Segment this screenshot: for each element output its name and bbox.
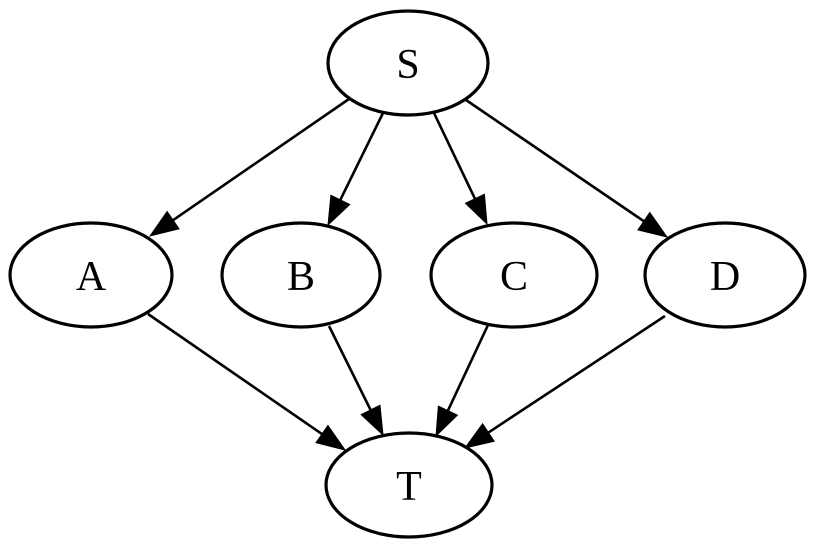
edge-arrowhead-S-B: [327, 194, 351, 227]
edge-arrowhead-S-D: [637, 211, 669, 238]
node-D: D: [643, 221, 807, 329]
edge-A-T: [147, 312, 347, 451]
node-A: A: [8, 221, 174, 329]
node-label-B: B: [287, 254, 315, 300]
edge-arrowhead-S-A: [148, 210, 180, 237]
node-label-S: S: [396, 42, 419, 88]
edge-line-A-T: [147, 312, 326, 438]
node-ellipse-C: [429, 221, 599, 329]
edge-line-S-C: [432, 112, 478, 203]
edge-line-S-B: [337, 112, 385, 205]
node-label-D: D: [710, 254, 740, 300]
node-B: B: [220, 221, 382, 329]
edge-arrowhead-C-T: [435, 405, 459, 438]
edge-arrowhead-S-C: [464, 193, 488, 226]
node-ellipse-D: [643, 221, 807, 329]
edge-S-A: [148, 97, 350, 237]
edge-line-B-T: [327, 325, 374, 415]
node-label-C: C: [500, 254, 528, 300]
node-ellipse-B: [220, 221, 382, 329]
node-label-T: T: [396, 464, 422, 510]
node-T: T: [324, 431, 494, 539]
edge-line-S-A: [169, 97, 350, 224]
edge-arrowhead-A-T: [315, 424, 347, 451]
node-ellipse-T: [324, 431, 494, 539]
node-S: S: [326, 9, 490, 117]
edge-S-B: [327, 112, 385, 227]
edge-line-C-T: [445, 324, 490, 415]
edge-D-T: [463, 314, 666, 449]
edge-arrowhead-B-T: [360, 404, 384, 437]
edge-S-D: [465, 98, 669, 238]
node-label-A: A: [76, 254, 107, 300]
edge-B-T: [327, 325, 384, 437]
node-ellipse-S: [326, 9, 490, 117]
edge-arrowhead-D-T: [463, 422, 495, 449]
node-ellipse-A: [8, 221, 174, 329]
edge-C-T: [435, 324, 490, 438]
edge-line-D-T: [484, 314, 666, 436]
edge-S-C: [432, 112, 488, 226]
node-C: C: [429, 221, 599, 329]
edge-line-S-D: [465, 98, 648, 225]
